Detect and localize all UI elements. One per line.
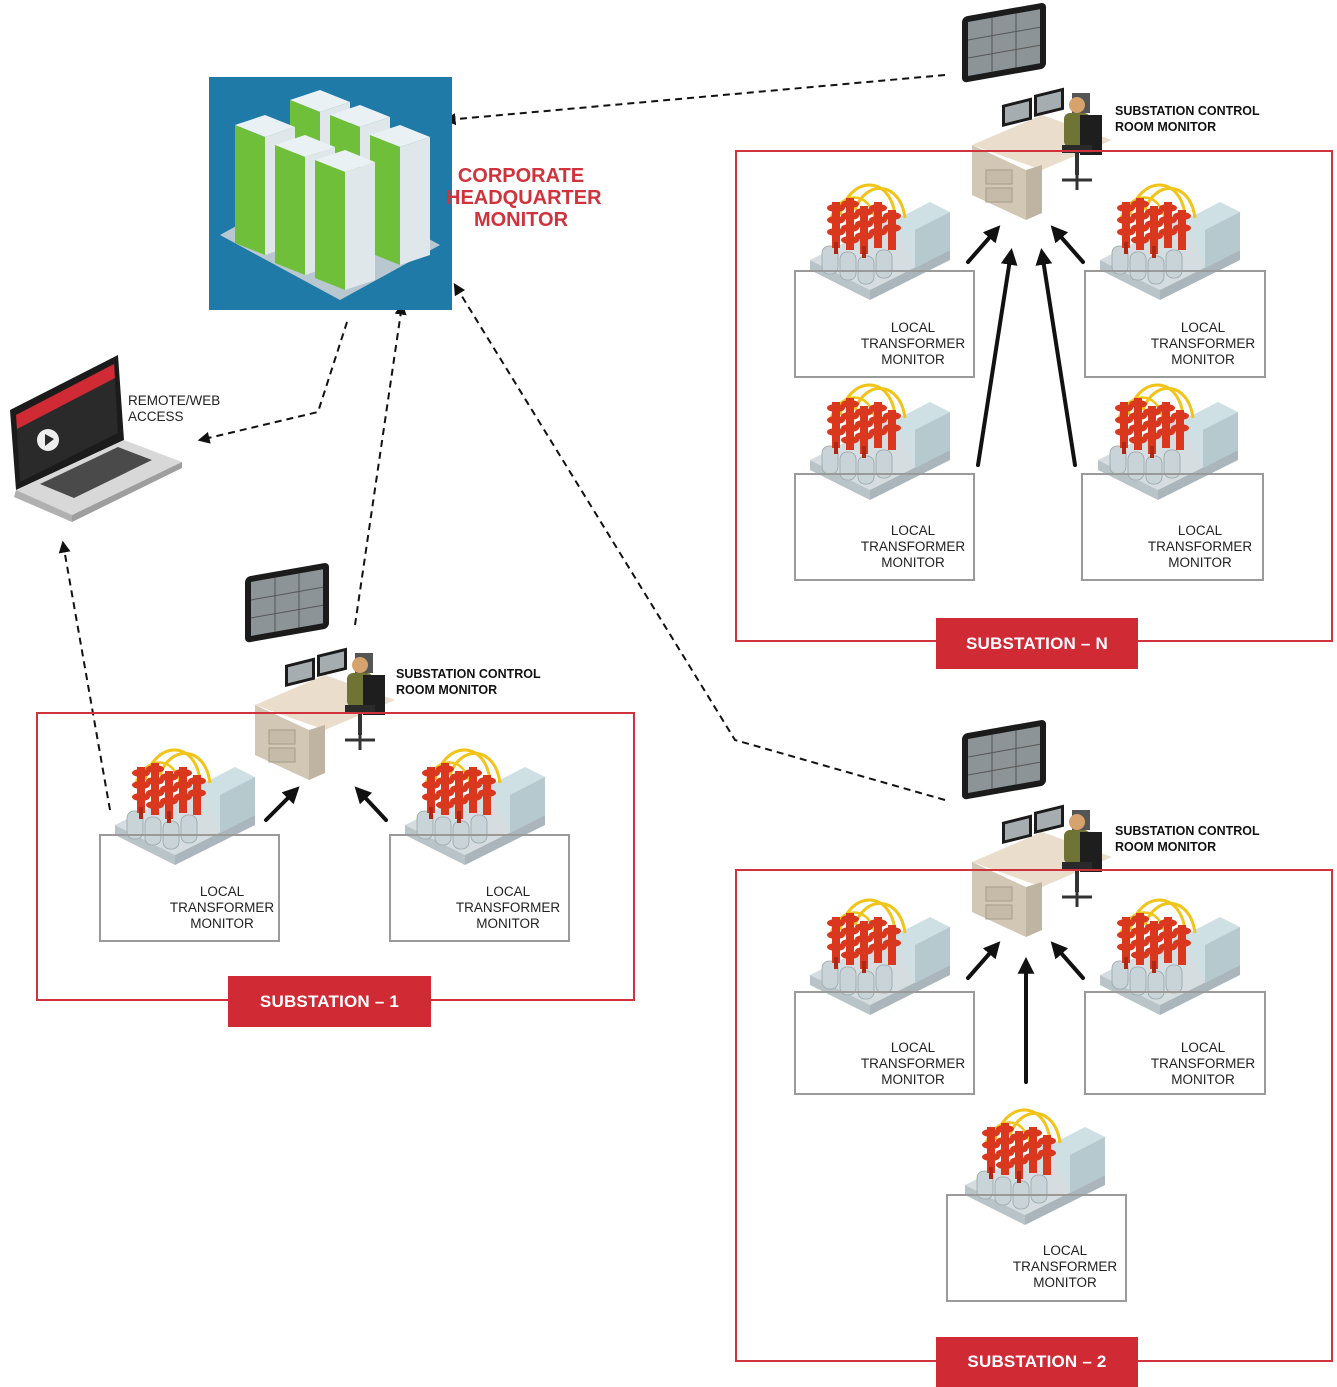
transformer-box	[389, 834, 570, 942]
transformer-box	[1081, 473, 1264, 581]
link-n-to-hq	[443, 74, 946, 126]
transformer-box	[794, 270, 975, 378]
link-hq-to-remote	[197, 321, 348, 444]
transformer-box	[1084, 991, 1266, 1095]
link-2-to-hq	[453, 282, 946, 801]
link-1-to-hq	[354, 302, 407, 626]
substation-n-label: SUBSTATION – N	[936, 618, 1138, 669]
transformer-box	[946, 1194, 1127, 1302]
substation-2-label: SUBSTATION – 2	[936, 1337, 1138, 1387]
transformer-box	[794, 473, 975, 581]
transformer-box	[794, 991, 975, 1095]
substation-1-label: SUBSTATION – 1	[228, 976, 431, 1027]
laptop-icon	[10, 355, 182, 522]
transformer-box	[1084, 270, 1266, 378]
server-rack-icon	[209, 77, 452, 310]
link-1-to-remote	[58, 540, 111, 811]
transformer-box	[99, 834, 280, 942]
